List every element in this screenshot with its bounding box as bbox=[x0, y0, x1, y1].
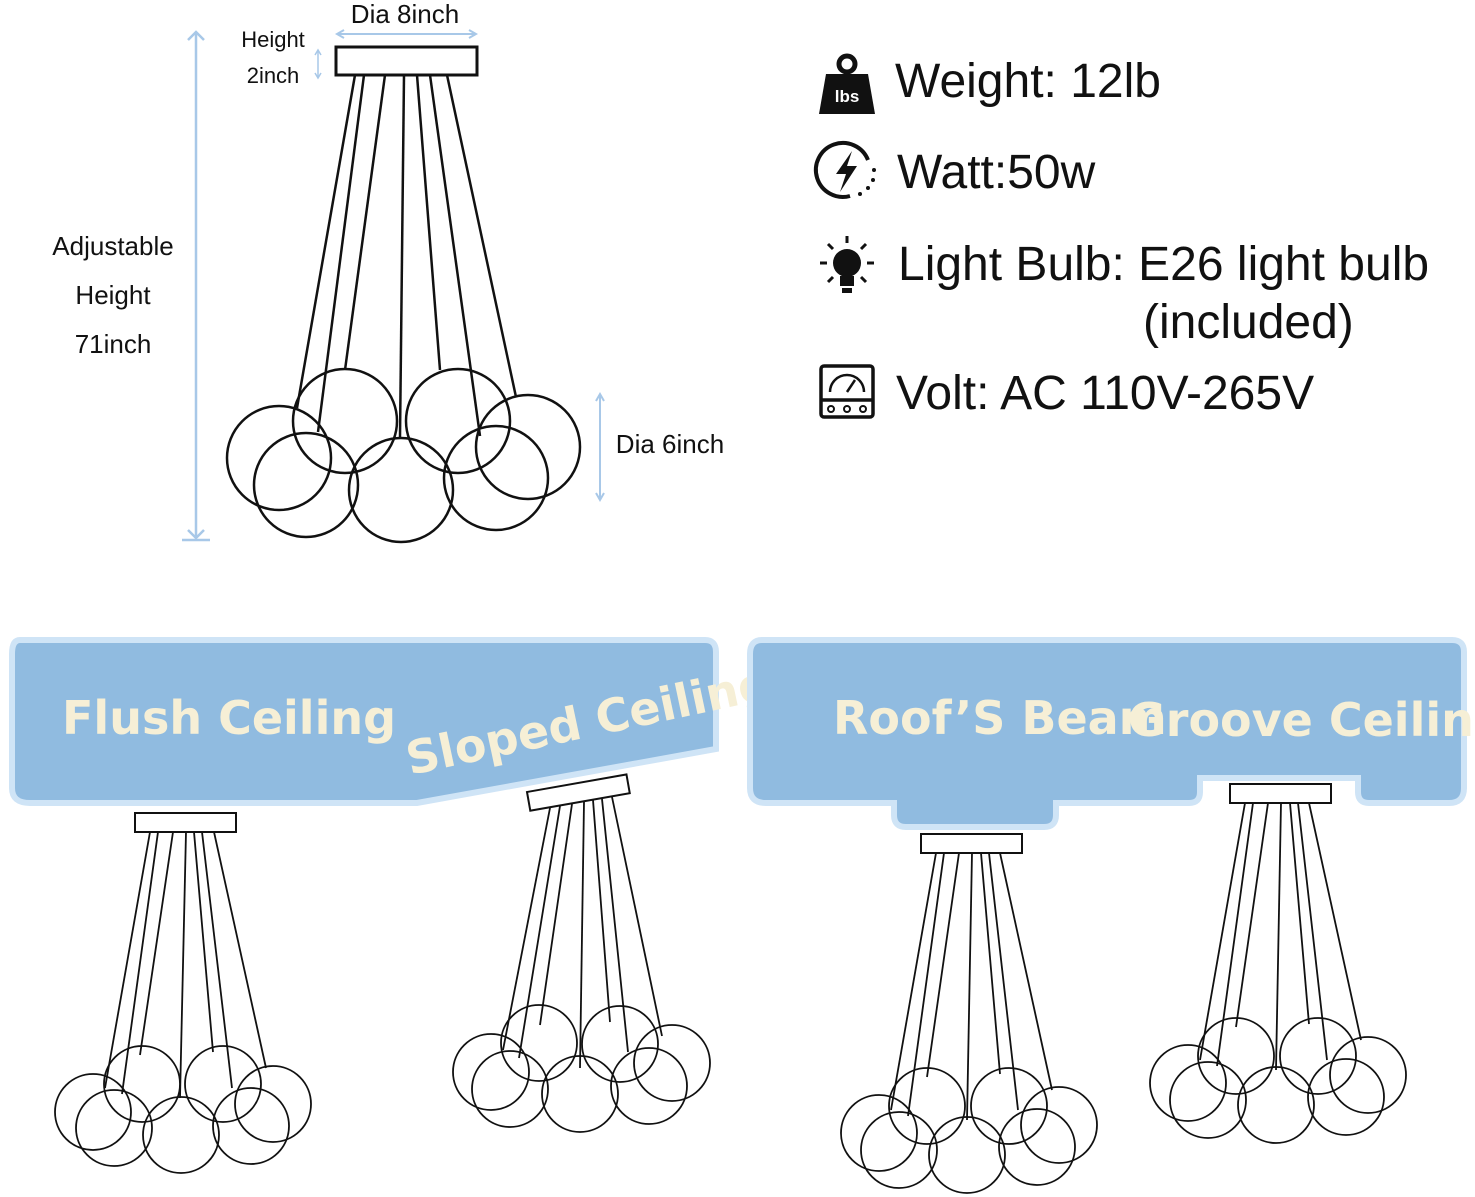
lightning-icon bbox=[813, 141, 876, 199]
dia-top-arrow bbox=[334, 29, 479, 39]
voltmeter-icon bbox=[819, 364, 875, 419]
watt-text: Watt:50w bbox=[897, 146, 1096, 199]
canopy-height-label-line1: Height bbox=[241, 27, 305, 52]
main-chandelier bbox=[225, 45, 582, 544]
left-ceiling-band bbox=[9, 637, 719, 806]
dia-top-label: Dia 8inch bbox=[351, 0, 459, 29]
globe-dia-label: Dia 6inch bbox=[616, 429, 724, 459]
flush-ceiling-label: Flush Ceiling bbox=[62, 691, 396, 745]
globe-dia-arrow bbox=[595, 391, 605, 503]
globes bbox=[225, 367, 582, 544]
cords bbox=[295, 74, 518, 438]
sloped-chandelier bbox=[452, 773, 711, 1133]
canopy-height-label-line2: 2inch bbox=[247, 63, 300, 88]
canopy bbox=[334, 45, 479, 77]
dimension-drawing: Dia 8inch Height 2inch Adjustable Height… bbox=[52, 0, 724, 544]
adjustable-height-arrow bbox=[182, 30, 210, 542]
right-ceiling-band bbox=[747, 637, 1467, 830]
weight-icon: lbs bbox=[819, 53, 875, 114]
flush-chandelier bbox=[54, 812, 312, 1174]
bulb-text-line2: (included) bbox=[1143, 296, 1354, 349]
beam-chandelier bbox=[840, 833, 1098, 1194]
bulb-icon bbox=[820, 236, 874, 293]
right-installation-panel: Roof’S Beam Groove Ceiling bbox=[747, 637, 1475, 1194]
adjustable-label-line3: 71inch bbox=[75, 329, 152, 359]
adjustable-label-line2: Height bbox=[75, 280, 151, 310]
left-installation-panel: Flush Ceiling Sloped Ceiling bbox=[9, 637, 776, 1174]
spec-list: lbs Weight: 12lb Watt:50w bbox=[813, 53, 1429, 420]
roof-beam-label: Roof’S Beam bbox=[833, 691, 1167, 745]
bulb-text-line1: Light Bulb: E26 light bulb bbox=[898, 238, 1429, 291]
weight-text: Weight: 12lb bbox=[895, 55, 1161, 108]
weight-icon-label: lbs bbox=[835, 87, 860, 106]
canopy-height-arrow bbox=[314, 48, 322, 80]
groove-chandelier bbox=[1149, 783, 1407, 1144]
groove-ceiling-label: Groove Ceiling bbox=[1128, 693, 1475, 747]
adjustable-label-line1: Adjustable bbox=[52, 231, 173, 261]
volt-text: Volt: AC 110V-265V bbox=[896, 367, 1314, 420]
